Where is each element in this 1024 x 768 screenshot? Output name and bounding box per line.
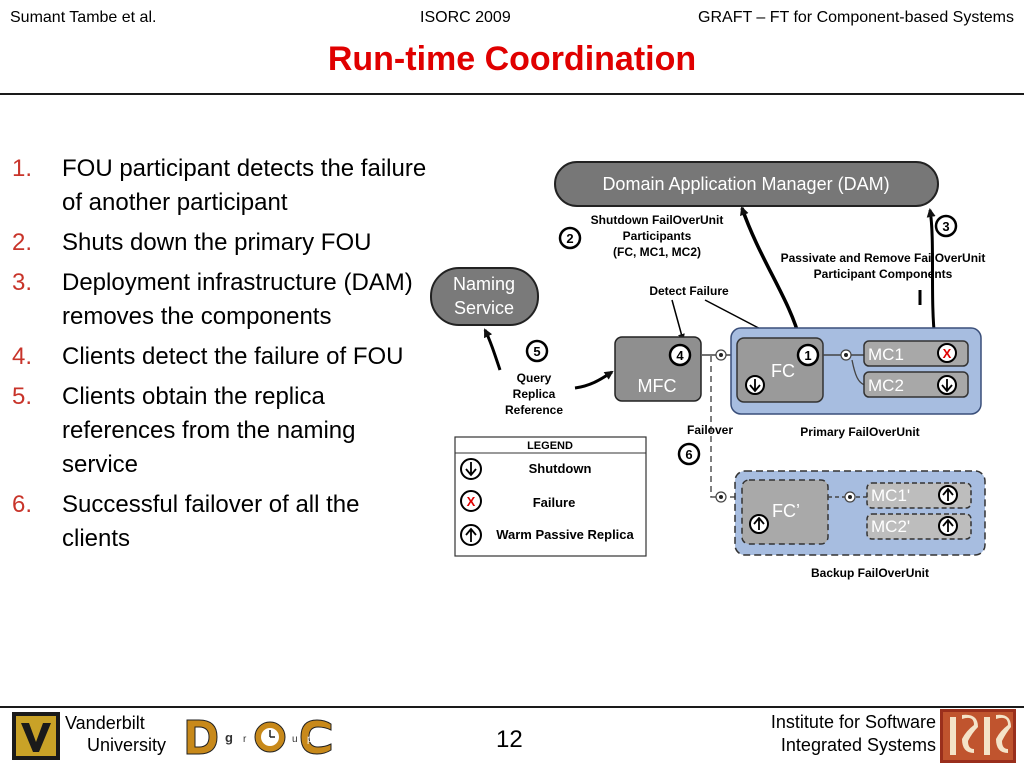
vanderbilt-line2: University (87, 735, 167, 755)
doc-letter-g: g (225, 730, 233, 745)
step-item: 4. Clients detect the failure of FOU (12, 340, 434, 374)
primary-unit-label: Primary FailOverUnit (800, 425, 919, 439)
svg-text:X: X (467, 494, 476, 509)
naming-service-line1: Naming (453, 274, 515, 294)
legend-box (454, 436, 647, 557)
svg-text:4: 4 (676, 348, 684, 363)
mc1-label: MC1 (868, 345, 904, 364)
svg-text:2: 2 (566, 231, 573, 246)
isis-line2: Integrated Systems (780, 735, 936, 755)
failure-icon: X (460, 490, 482, 512)
fc-backup-label: FC’ (772, 501, 800, 521)
svg-text:X: X (943, 346, 952, 361)
warm-passive-icon (938, 485, 958, 505)
page-number: 12 (496, 726, 523, 753)
step-text: Shuts down the primary FOU (62, 229, 372, 256)
step-item: 3. Deployment infrastructure (DAM) remove… (12, 266, 434, 334)
failover-label: Failover (687, 423, 733, 437)
shutdown-icon (745, 375, 765, 395)
isis-logo (940, 709, 1016, 763)
mc2-label: MC2 (868, 376, 904, 395)
step-number: 5. (12, 383, 33, 410)
doc-letter-u: u (292, 734, 298, 745)
svg-text:3: 3 (942, 219, 949, 234)
step3-label-line2: Participant Components (814, 267, 953, 281)
step-number: 4. (12, 343, 33, 370)
detect-failure-label: Detect Failure (649, 284, 729, 298)
step2-label-line1: Shutdown FailOverUnit (591, 213, 724, 227)
step-text: FOU participant detects the failure of a… (62, 155, 427, 216)
legend-failure: Failure (533, 495, 576, 510)
step-item: 1. FOU participant detects the failure of… (12, 152, 434, 220)
naming-service-line2: Service (454, 298, 514, 318)
top-divider (0, 93, 1024, 95)
detect-failure-arrow-a (671, 299, 685, 341)
step2-label-line3: (FC, MC1, MC2) (613, 245, 701, 259)
step-item: 2. Shuts down the primary FOU (12, 226, 434, 260)
query-label-line2: Replica (513, 387, 556, 401)
step-number: 3. (12, 269, 33, 296)
naming-service-node (430, 267, 539, 326)
legend-shutdown: Shutdown (529, 461, 592, 476)
step3-label-line1: Passivate and Remove FailOverUnit (781, 251, 986, 265)
vanderbilt-logo (12, 712, 60, 760)
step-item: 5. Clients obtain the replica references … (12, 380, 434, 482)
mfc-label: MFC (638, 376, 677, 396)
marker-3: 3 (934, 214, 958, 238)
svg-text:5: 5 (533, 344, 540, 359)
query-label-line3: Reference (505, 403, 563, 417)
step-text: Clients obtain the replica references fr… (62, 383, 356, 478)
marker-1: 1 (796, 343, 820, 367)
step-list: 1. FOU participant detects the failure of… (12, 152, 434, 562)
bottom-divider (0, 706, 1024, 708)
marker-2: 2 (558, 226, 582, 250)
step-text: Clients detect the failure of FOU (62, 343, 404, 370)
warm-passive-icon (938, 516, 958, 536)
shutdown-icon (460, 458, 482, 480)
slide-title: Run-time Coordination (327, 40, 697, 78)
step2-label-line2: Participants (623, 229, 692, 243)
svg-text:1: 1 (804, 348, 811, 363)
doc-letter-r: r (243, 734, 247, 745)
step-text: Deployment infrastructure (DAM) removes … (62, 269, 413, 330)
dam-label: Domain Application Manager (DAM) (602, 174, 889, 194)
failover-link (710, 356, 740, 498)
query-arrow-right (574, 370, 614, 390)
header-talk-title: GRAFT – FT for Component-based Systems (698, 9, 1014, 26)
backup-unit-label: Backup FailOverUnit (811, 566, 929, 580)
step-number: 1. (12, 155, 33, 182)
warm-passive-icon (749, 514, 769, 534)
fc-label: FC (771, 361, 795, 381)
marker-4: 4 (668, 343, 692, 367)
svg-text:6: 6 (685, 447, 692, 462)
warm-passive-icon (460, 524, 482, 546)
mc1-backup-label: MC1' (871, 486, 910, 505)
shutdown-arrow (740, 206, 802, 341)
header-conference: ISORC 2009 (420, 9, 511, 26)
shutdown-icon (937, 375, 957, 395)
step-text: Successful failover of all the clients (62, 491, 360, 552)
vanderbilt-line1: Vanderbilt (65, 713, 145, 733)
step-number: 6. (12, 491, 33, 518)
vanderbilt-wordmark: Vanderbilt University (65, 712, 166, 756)
doc-letter-p: p (307, 734, 313, 745)
isis-line1: Institute for Software (770, 712, 936, 732)
marker-6: 6 (677, 442, 701, 466)
step-number: 2. (12, 229, 33, 256)
marker-5: 5 (525, 339, 549, 363)
failure-icon: X (937, 343, 957, 363)
legend-title: LEGEND (527, 440, 573, 452)
passivate-arrow (918, 210, 935, 341)
query-arrow-up (483, 328, 502, 371)
step-item: 6. Successful failover of all the clients (12, 488, 434, 556)
dam-node (554, 161, 939, 207)
header-author: Sumant Tambe et al. (10, 9, 157, 26)
coordination-diagram: Domain Application Manager (DAM) Naming … (430, 161, 986, 580)
query-label-line1: Query (517, 371, 552, 385)
mc2-backup-label: MC2' (871, 517, 910, 536)
doc-group-logo: g r u p (186, 719, 332, 755)
legend-warm-passive: Warm Passive Replica (496, 527, 634, 542)
isis-wordmark: Institute for Software Integrated System… (771, 711, 936, 757)
